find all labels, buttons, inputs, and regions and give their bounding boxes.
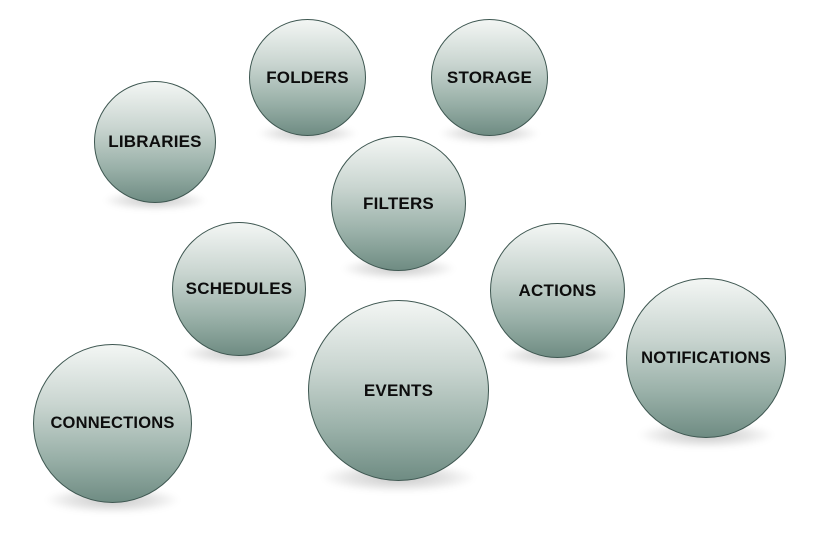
bubble-label-events: EVENTS	[363, 380, 434, 400]
bubble-connections[interactable]: CONNECTIONS	[33, 344, 192, 503]
bubble-folders-wrap: FOLDERS	[249, 19, 366, 144]
bubble-label-actions: ACTIONS	[518, 280, 597, 300]
bubble-filters-wrap: FILTERS	[331, 136, 466, 280]
bubble-libraries[interactable]: LIBRARIES	[94, 81, 216, 203]
bubble-label-storage: STORAGE	[446, 67, 533, 87]
bubble-label-connections: CONNECTIONS	[50, 414, 175, 432]
bubble-label-libraries: LIBRARIES	[108, 132, 202, 151]
bubble-schedules-wrap: SCHEDULES	[172, 222, 306, 365]
bubble-label-notifications: NOTIFICATIONS	[641, 348, 771, 367]
bubble-folders[interactable]: FOLDERS	[249, 19, 366, 136]
bubble-notifications[interactable]: NOTIFICATIONS	[626, 278, 786, 438]
bubble-filters[interactable]: FILTERS	[331, 136, 466, 271]
bubble-label-filters: FILTERS	[363, 193, 434, 213]
bubble-storage-wrap: STORAGE	[431, 19, 548, 144]
bubble-schedules[interactable]: SCHEDULES	[172, 222, 306, 356]
bubble-libraries-wrap: LIBRARIES	[94, 81, 216, 211]
bubble-actions[interactable]: ACTIONS	[490, 223, 625, 358]
bubble-label-folders: FOLDERS	[266, 67, 349, 87]
bubble-actions-wrap: ACTIONS	[490, 223, 625, 367]
bubble-connections-wrap: CONNECTIONS	[33, 344, 192, 513]
bubble-storage[interactable]: STORAGE	[431, 19, 548, 136]
bubble-label-schedules: SCHEDULES	[185, 279, 293, 298]
bubble-notifications-wrap: NOTIFICATIONS	[626, 278, 786, 448]
bubble-events[interactable]: EVENTS	[308, 300, 489, 481]
bubble-events-wrap: EVENTS	[308, 300, 489, 492]
